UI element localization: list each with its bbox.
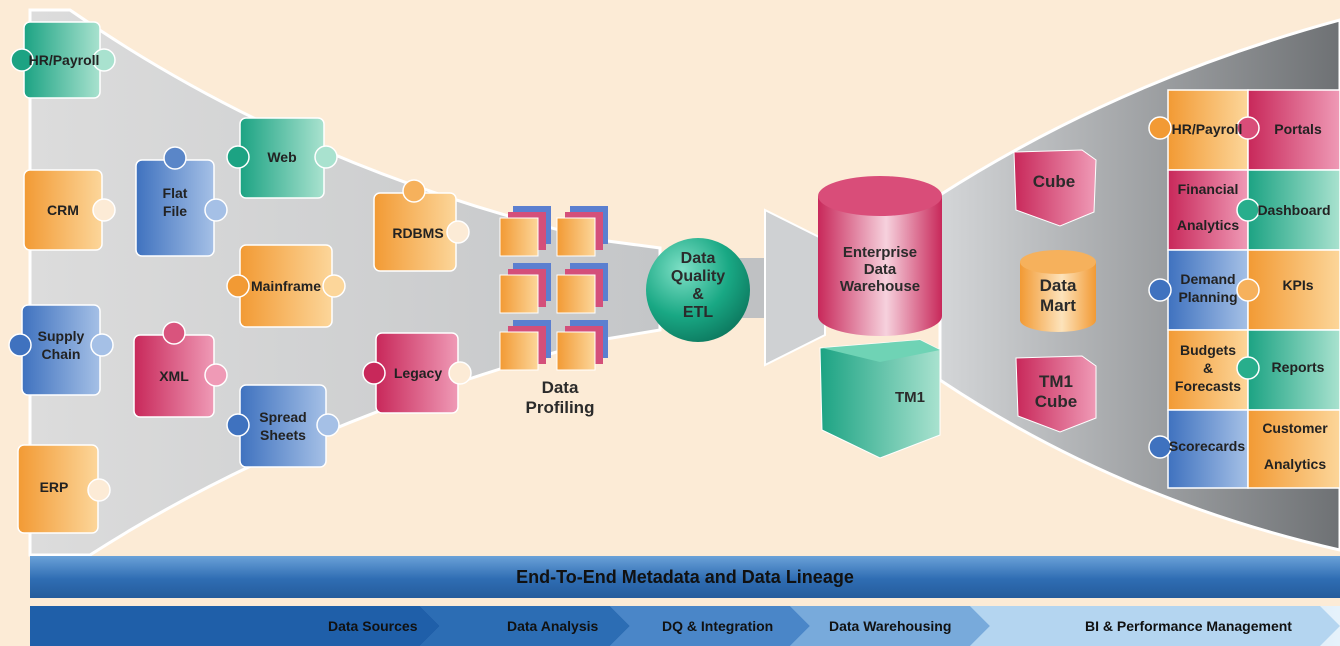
bi-budgets-label: Budgets & Forecasts: [1174, 342, 1242, 394]
stage-bi-performance: BI & Performance Management: [1085, 618, 1292, 634]
metadata-lineage-bar: End-To-End Metadata and Data Lineage: [30, 556, 1340, 598]
profile-stack-5: [499, 320, 551, 371]
stage-dq-integration: DQ & Integration: [662, 618, 774, 634]
dq-etl-label: Data Quality & ETL: [670, 250, 726, 321]
stage-data-warehousing: Data Warehousing: [829, 618, 952, 634]
data-mart-cylinder: [1020, 250, 1096, 332]
spread-sheets-label: Spread Sheets: [259, 409, 307, 443]
data-profiling-stacks: [499, 206, 608, 371]
supply-chain-label: Supply Chain: [37, 328, 85, 362]
profile-stack-2: [556, 206, 608, 257]
edw-cylinder: [818, 176, 942, 336]
hr-payroll-label: HR/Payroll: [28, 52, 100, 68]
bi-piece-reports: [1247, 329, 1340, 411]
bi-hr-payroll-label: HR/Payroll: [1171, 121, 1243, 137]
mainframe-label: Mainframe: [250, 278, 322, 294]
bi-scorecards-label: Scorecards: [1168, 438, 1246, 454]
bi-reports-label: Reports: [1271, 359, 1325, 375]
xml-label: XML: [159, 368, 189, 384]
bi-kpis-label: KPIs: [1282, 277, 1314, 293]
profile-stack-3: [499, 263, 551, 314]
stage-chevron-1: [30, 606, 440, 646]
tm1-cube-crimson-shape: [1015, 355, 1097, 433]
bi-portals-label: Portals: [1274, 121, 1322, 137]
bi-piece-customer: [1247, 409, 1340, 489]
edw-label: Enterprise Data Warehouse: [839, 244, 921, 295]
web-label: Web: [267, 149, 297, 165]
bi-puzzle-grid: [1148, 89, 1340, 489]
bi-piece-scorecards: [1167, 409, 1249, 489]
stage-chevron-3: [610, 606, 810, 646]
profile-stack-6: [556, 320, 608, 371]
profile-stack-1: [499, 206, 551, 257]
bi-demand-label: Demand Planning: [1178, 271, 1238, 305]
legacy-label: Legacy: [393, 365, 443, 381]
data-mart-label: Data Mart: [1039, 276, 1077, 315]
tm1-cube-shape: [819, 339, 941, 459]
data-profiling-label: Data Profiling: [525, 378, 595, 417]
stage-data-analysis: Data Analysis: [507, 618, 599, 634]
erp-label: ERP: [39, 479, 69, 495]
warehouse-funnel-inlet: [764, 208, 826, 367]
cube-label: Cube: [1032, 172, 1076, 191]
profile-stack-4: [556, 263, 608, 314]
cube-shape: [1013, 149, 1097, 227]
bi-dashboard-label: Dashboard: [1257, 202, 1331, 218]
tm1-label: TM1: [895, 389, 925, 406]
stage-chevron-4: [790, 606, 990, 646]
bi-financial-label: Financial Analytics: [1176, 181, 1240, 233]
stage-chevron-5: [970, 606, 1340, 646]
flat-file-label: Flat File: [162, 185, 188, 219]
rdbms-label: RDBMS: [392, 225, 444, 241]
stage-data-sources: Data Sources: [328, 618, 418, 634]
stage-chevron-2: [420, 606, 630, 646]
crm-label: CRM: [47, 202, 79, 218]
bi-piece-kpis: [1247, 249, 1340, 331]
dq-etl-sphere: [646, 238, 750, 342]
bi-piece-financial: [1167, 169, 1249, 251]
metadata-lineage-label: End-To-End Metadata and Data Lineage: [516, 566, 854, 587]
bi-customer-label: Customer Analytics: [1262, 420, 1328, 472]
tm1-cube-label: TM1 Cube: [1034, 372, 1078, 411]
bi-piece-hr-payroll: [1167, 89, 1249, 171]
puzzle-pieces: [8, 21, 472, 534]
